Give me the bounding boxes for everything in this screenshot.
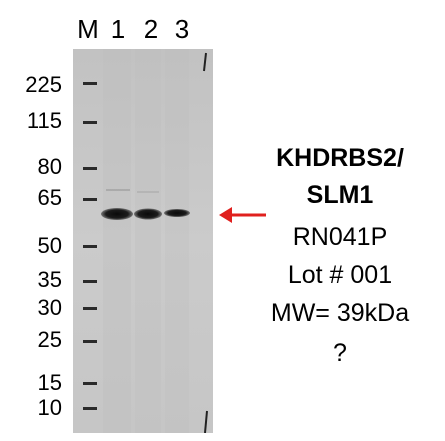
mw-label-65: 65 [37,185,62,210]
lane-3-streak [165,49,189,433]
molecular-weight: MW= 39kDa [270,299,410,327]
faint-band-lane-1 [106,189,130,191]
mw-label-25: 25 [37,327,62,352]
mw-label-10: 10 [37,395,62,420]
lane-1-label: 1 [110,14,126,44]
ladder-band-65 [83,198,97,201]
target-band-lane-3 [164,209,190,217]
red-arrow-icon [219,207,266,223]
mw-label-30: 30 [37,295,62,320]
membrane-background [73,49,213,433]
target-band-lane-2 [134,208,162,220]
mw-label-80: 80 [37,154,62,179]
ladder-band-225 [83,82,97,85]
lane-1-streak [103,49,131,433]
ladder-band-80 [83,167,97,170]
ladder-band-115 [83,121,97,124]
ladder-band-35 [83,280,97,283]
mw-label-225: 225 [25,72,62,97]
ladder-band-50 [83,245,97,248]
ladder-band-30 [83,307,97,310]
catalog-number: RN041P [292,223,388,251]
ladder-band-15 [83,382,97,385]
ladder-band-25 [83,340,97,343]
lane-3-label: 3 [174,14,190,44]
bottom-right-artifact [204,410,208,433]
lane-2-streak [135,49,161,433]
lot-number: Lot # 001 [287,261,393,289]
antibody-name-line1: KHDRBS2/ [276,144,404,172]
faint-band-lane-2 [137,191,159,193]
mw-label-50: 50 [37,233,62,258]
mw-label-35: 35 [37,267,62,292]
marker-lane-label: M [77,14,99,44]
mw-label-115: 115 [26,108,62,133]
ladder-band-10 [83,407,97,410]
western-blot-image [73,49,213,433]
top-right-artifact [203,52,207,72]
antibody-name-line2: SLM1 [306,181,374,209]
question-mark-note: ? [333,339,347,367]
lane-2-label: 2 [143,14,159,44]
mw-label-15: 15 [37,370,62,395]
target-band-lane-1 [101,208,133,220]
